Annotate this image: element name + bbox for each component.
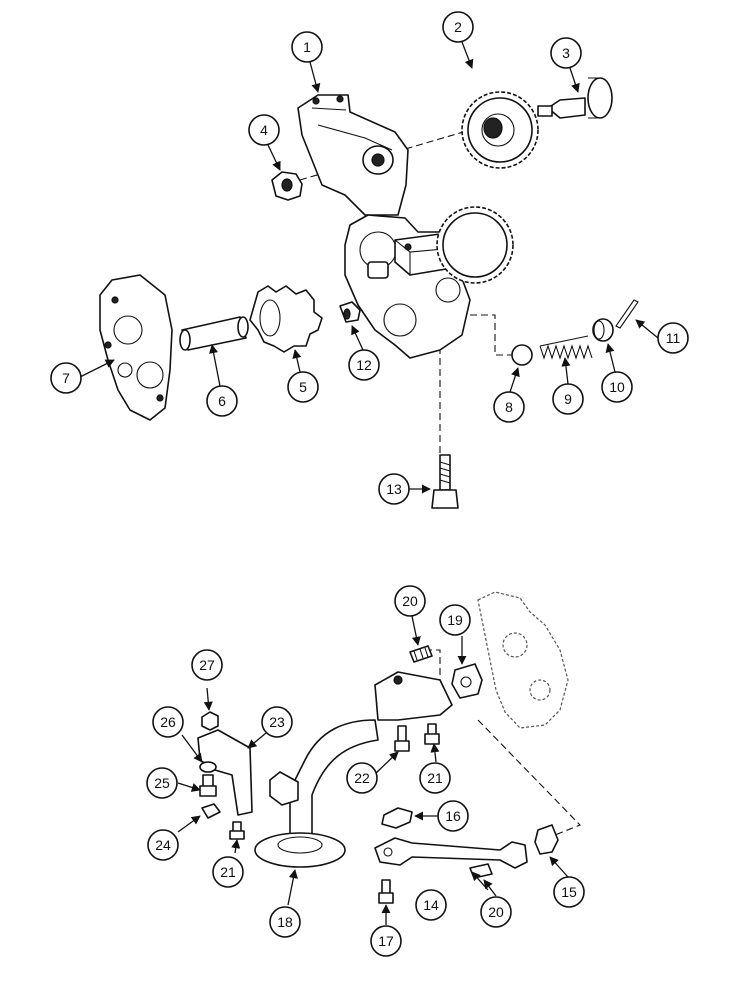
tube-screw-17 [378, 879, 394, 904]
gear-shaft [537, 77, 613, 119]
callout-27: 27 [191, 649, 223, 681]
callout-label: 15 [561, 884, 577, 900]
pump-body-casting [297, 94, 409, 216]
cotter-pin [615, 299, 639, 329]
callout-7: 7 [50, 362, 82, 394]
callout-label: 8 [505, 399, 513, 415]
callout-label: 23 [269, 714, 285, 730]
idler-shaft [179, 316, 249, 351]
callout-label: 14 [423, 897, 439, 913]
pump-bolt [431, 454, 459, 509]
callout-label: 20 [402, 593, 418, 609]
pump-gear [249, 285, 323, 353]
callout-20-upper: 20 [394, 585, 426, 617]
callout-label: 5 [299, 379, 307, 395]
callout-26: 26 [152, 706, 184, 738]
callout-label: 25 [154, 775, 170, 791]
callout-label: 12 [356, 357, 372, 373]
callout-12: 12 [348, 349, 380, 381]
callout-label: 9 [564, 391, 572, 407]
callout-label: 2 [454, 19, 462, 35]
tube-flange-gasket [534, 824, 559, 855]
hex-nut [271, 171, 303, 201]
oil-tube-gasket [381, 807, 413, 829]
suction-tube [254, 671, 453, 868]
callout-label: 26 [160, 714, 176, 730]
callout-5: 5 [287, 371, 319, 403]
callout-label: 4 [260, 122, 268, 138]
flange-screw-20a [409, 645, 433, 663]
callout-label: 1 [303, 39, 311, 55]
bracket-nut [201, 711, 219, 731]
bushing [339, 301, 361, 323]
lock-washer [199, 761, 217, 773]
callout-15: 15 [553, 876, 585, 908]
callout-label: 20 [488, 904, 504, 920]
oil-transfer-tube [374, 837, 528, 869]
callout-1: 1 [291, 31, 323, 63]
callout-label: 22 [354, 770, 370, 786]
bracket-screw-24 [201, 803, 221, 819]
callout-23: 23 [261, 706, 293, 738]
support-bracket [197, 729, 299, 816]
idler-gear [436, 206, 514, 284]
relief-spring [539, 335, 593, 360]
callout-4: 4 [248, 114, 280, 146]
callout-3: 3 [550, 37, 582, 69]
relief-plug [592, 318, 614, 342]
callout-13: 13 [378, 473, 410, 505]
relief-ball [511, 344, 533, 366]
tube-screw-20b [469, 863, 493, 879]
callout-label: 11 [666, 330, 681, 346]
callout-25: 25 [146, 767, 178, 799]
callout-label: 21 [427, 770, 443, 786]
callout-24: 24 [147, 829, 179, 861]
callout-label: 18 [277, 914, 293, 930]
callout-19: 19 [439, 604, 471, 636]
tube-screw-22 [394, 725, 410, 752]
callout-2: 2 [442, 11, 474, 43]
pump-cover-plate [99, 274, 173, 421]
callout-8: 8 [493, 391, 525, 423]
callout-label: 13 [386, 481, 402, 497]
callout-label: 10 [609, 379, 625, 395]
callout-16: 16 [437, 800, 469, 832]
leader-lines [79, 41, 659, 925]
callout-label: 7 [62, 370, 70, 386]
drive-gear [461, 91, 539, 169]
pump-body-reference [477, 591, 569, 729]
callout-20-lower: 20 [480, 896, 512, 928]
flange-gasket [451, 663, 483, 699]
callout-17: 17 [370, 925, 402, 957]
callout-10: 10 [601, 371, 633, 403]
callout-9: 9 [552, 383, 584, 415]
callout-label: 17 [378, 933, 394, 949]
callout-22: 22 [346, 762, 378, 794]
callout-14: 14 [415, 889, 447, 921]
callout-label: 3 [562, 45, 570, 61]
bracket-screw-21a [229, 821, 245, 840]
alignment-line-inlet [477, 719, 581, 836]
callout-label: 27 [199, 657, 215, 673]
callout-label: 21 [220, 864, 236, 880]
callout-label: 24 [155, 837, 171, 853]
callout-6: 6 [206, 385, 238, 417]
tube-screw-21b [424, 723, 440, 745]
callout-21-left: 21 [212, 856, 244, 888]
alignment-line-relief [470, 314, 520, 356]
callout-18: 18 [269, 906, 301, 938]
callout-11: 11 [657, 322, 689, 354]
callout-21-right: 21 [419, 762, 451, 794]
bracket-screw-25 [199, 774, 217, 797]
callout-label: 19 [447, 612, 463, 628]
callout-label: 6 [218, 393, 226, 409]
callout-label: 16 [445, 808, 461, 824]
